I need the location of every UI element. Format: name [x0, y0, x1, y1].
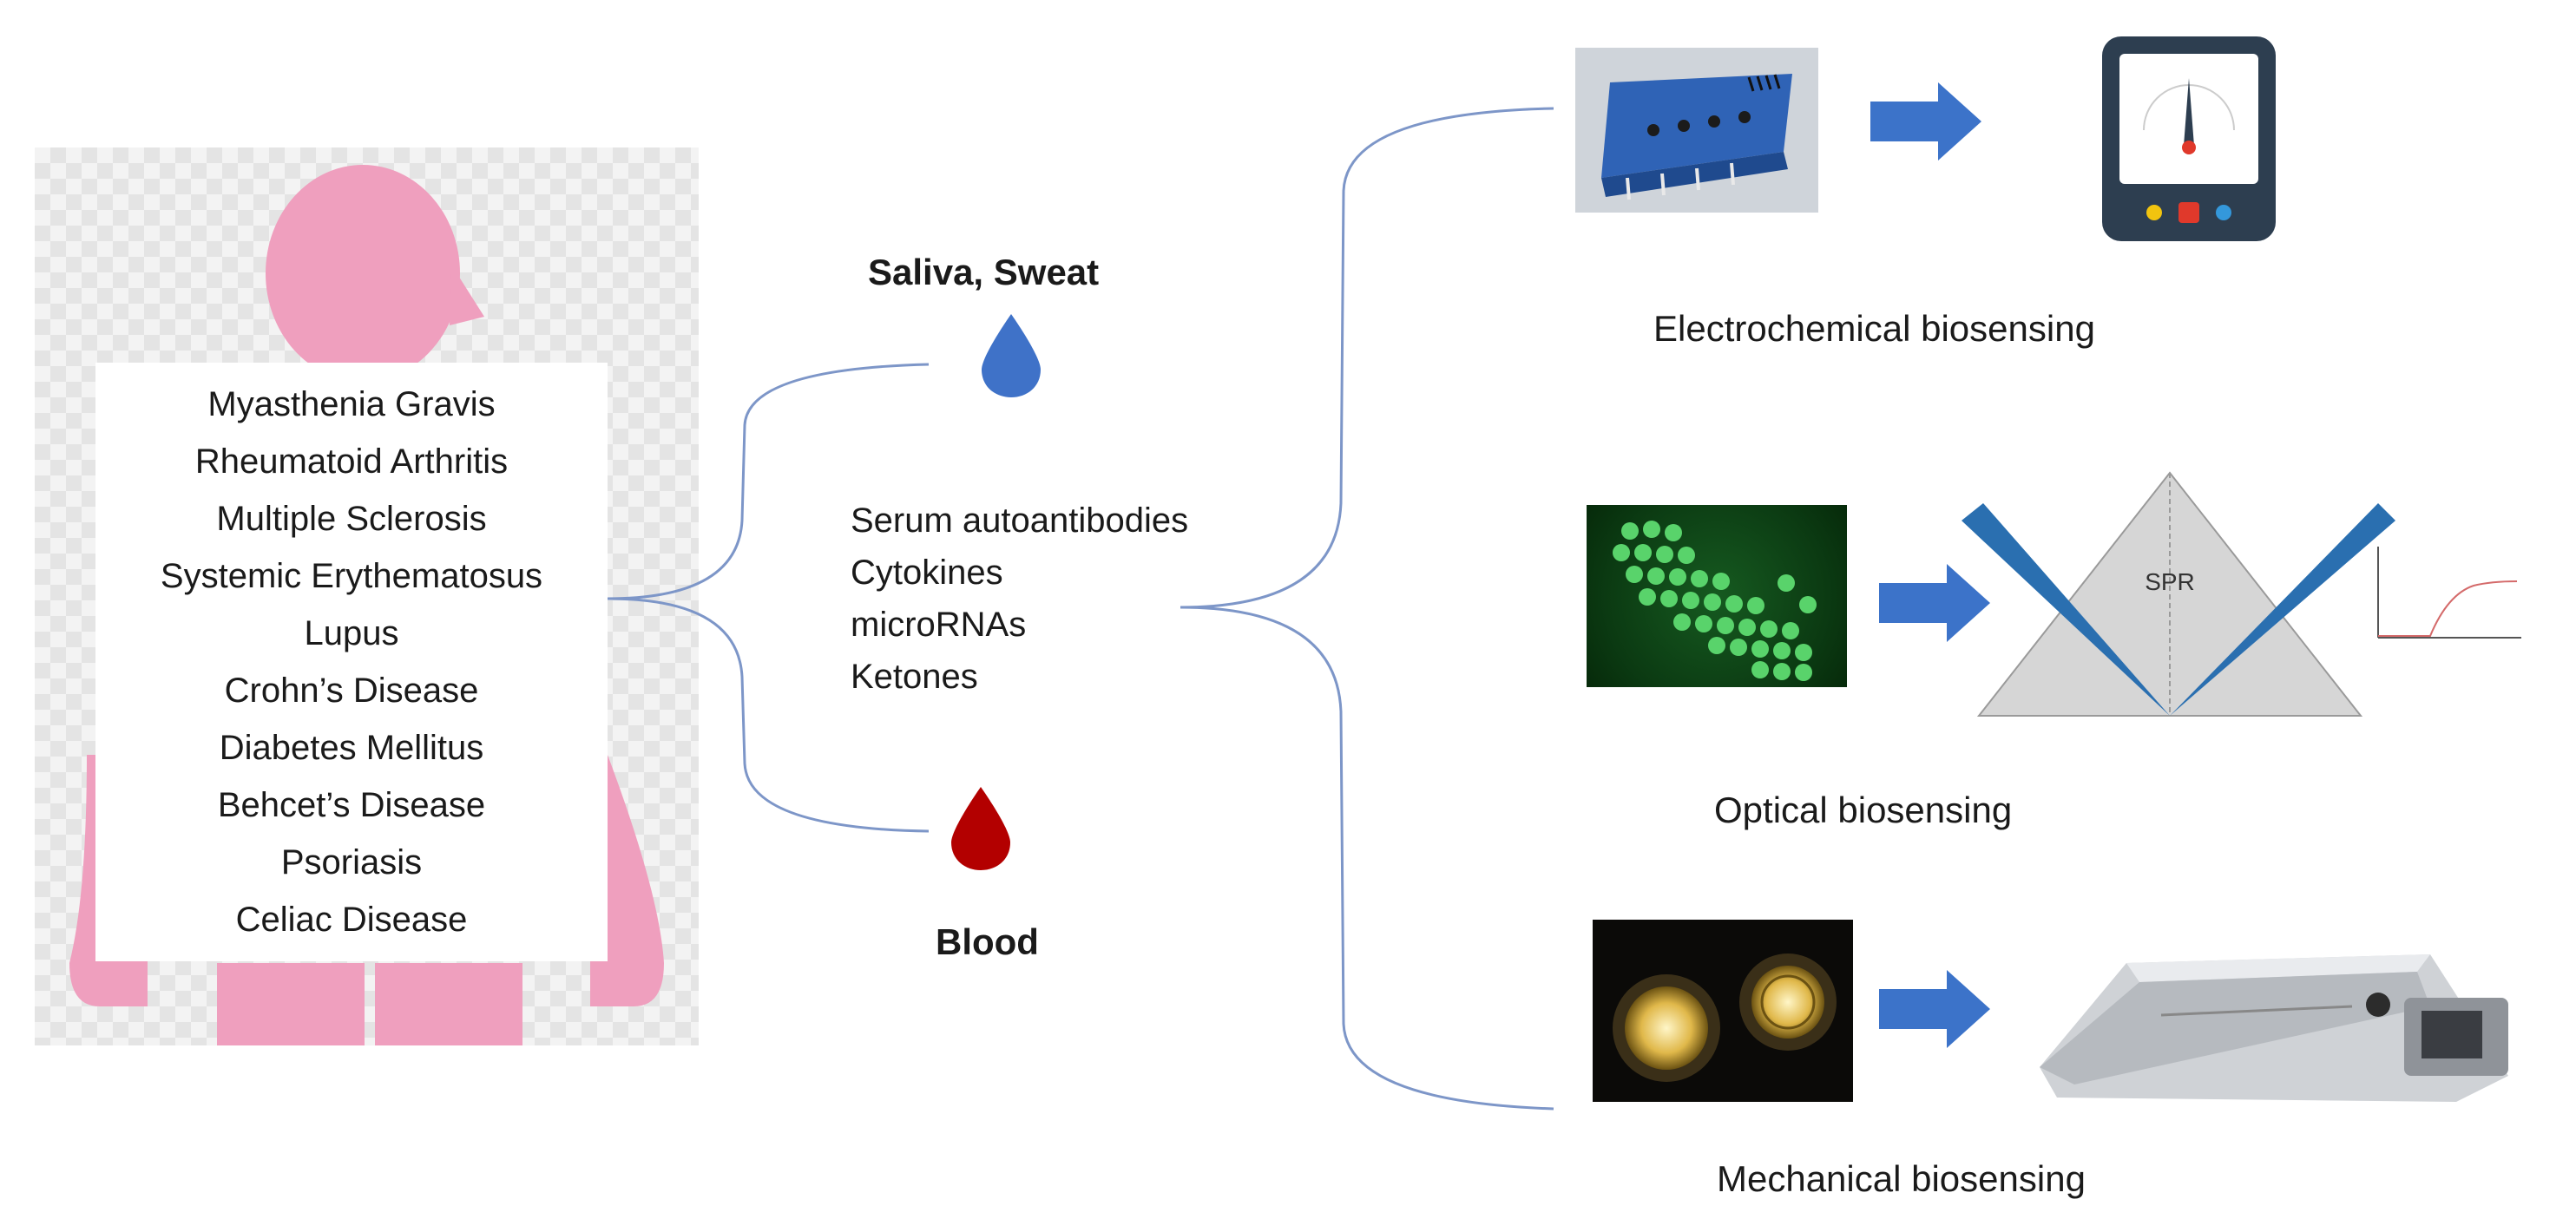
disease-item: Celiac Disease: [235, 901, 468, 939]
sample-bracket: [607, 363, 930, 600]
caption-optical: Optical biosensing: [1714, 790, 2013, 830]
disease-item: Rheumatoid Arthritis: [194, 442, 509, 481]
method-bracket-lower: [1180, 606, 1554, 1111]
disease-item: Crohn’s Disease: [224, 672, 479, 710]
nanoparticle-array-image: [1613, 521, 1817, 681]
caption-electrochemical: Electrochemical biosensing: [1653, 308, 2095, 349]
arrow-right-icon: [1879, 970, 1990, 1048]
spr-label: SPR: [2145, 568, 2195, 595]
mechanical-sensor-photo: [1593, 920, 1853, 1102]
arrow-right-icon: [1870, 82, 1981, 161]
electrode-chip-image: [1575, 48, 1818, 213]
sweat-drop-icon: [982, 314, 1041, 397]
method-bracket: [1180, 107, 1554, 609]
incident-beam: [1962, 503, 2170, 716]
sample-label-blood: Blood: [936, 921, 1039, 962]
sample-bracket-lower: [607, 597, 930, 833]
disease-item: Behcet’s Disease: [217, 786, 486, 824]
biomarker-item: Cytokines: [851, 554, 1003, 592]
biomarker-item: microRNAs: [851, 606, 1027, 644]
biomarker-item: Ketones: [851, 658, 978, 696]
arrow-right-icon: [1879, 564, 1990, 642]
disease-item: Multiple Sclerosis: [216, 500, 487, 538]
sample-label-saliva-sweat: Saliva, Sweat: [868, 252, 1100, 292]
reflected-beam: [2170, 503, 2395, 716]
caption-mechanical: Mechanical biosensing: [1717, 1158, 2086, 1199]
biomarker-list: Serum autoantibodies Cytokines microRNAs…: [851, 495, 1188, 703]
disease-item: Myasthenia Gravis: [207, 385, 496, 423]
portable-reader-device-icon: [2040, 954, 2508, 1102]
blood-drop-icon: [951, 787, 1010, 870]
nanoparticle-micrograph: [1587, 505, 1847, 687]
meter-device-icon: [2102, 36, 2276, 241]
spr-response-plot-icon: [2377, 547, 2521, 639]
disease-item: Systemic Erythematosus: [160, 557, 543, 595]
disease-item: Lupus: [304, 614, 399, 652]
resonator-discs-image: [1613, 953, 1837, 1082]
disease-item: Psoriasis: [280, 843, 423, 881]
spr-prism-diagram: SPR: [1962, 471, 2395, 717]
biomarker-item: Serum autoantibodies: [851, 501, 1189, 540]
disease-item: Diabetes Mellitus: [219, 729, 484, 767]
disease-list: Myasthenia Gravis Rheumatoid Arthritis M…: [95, 363, 608, 961]
